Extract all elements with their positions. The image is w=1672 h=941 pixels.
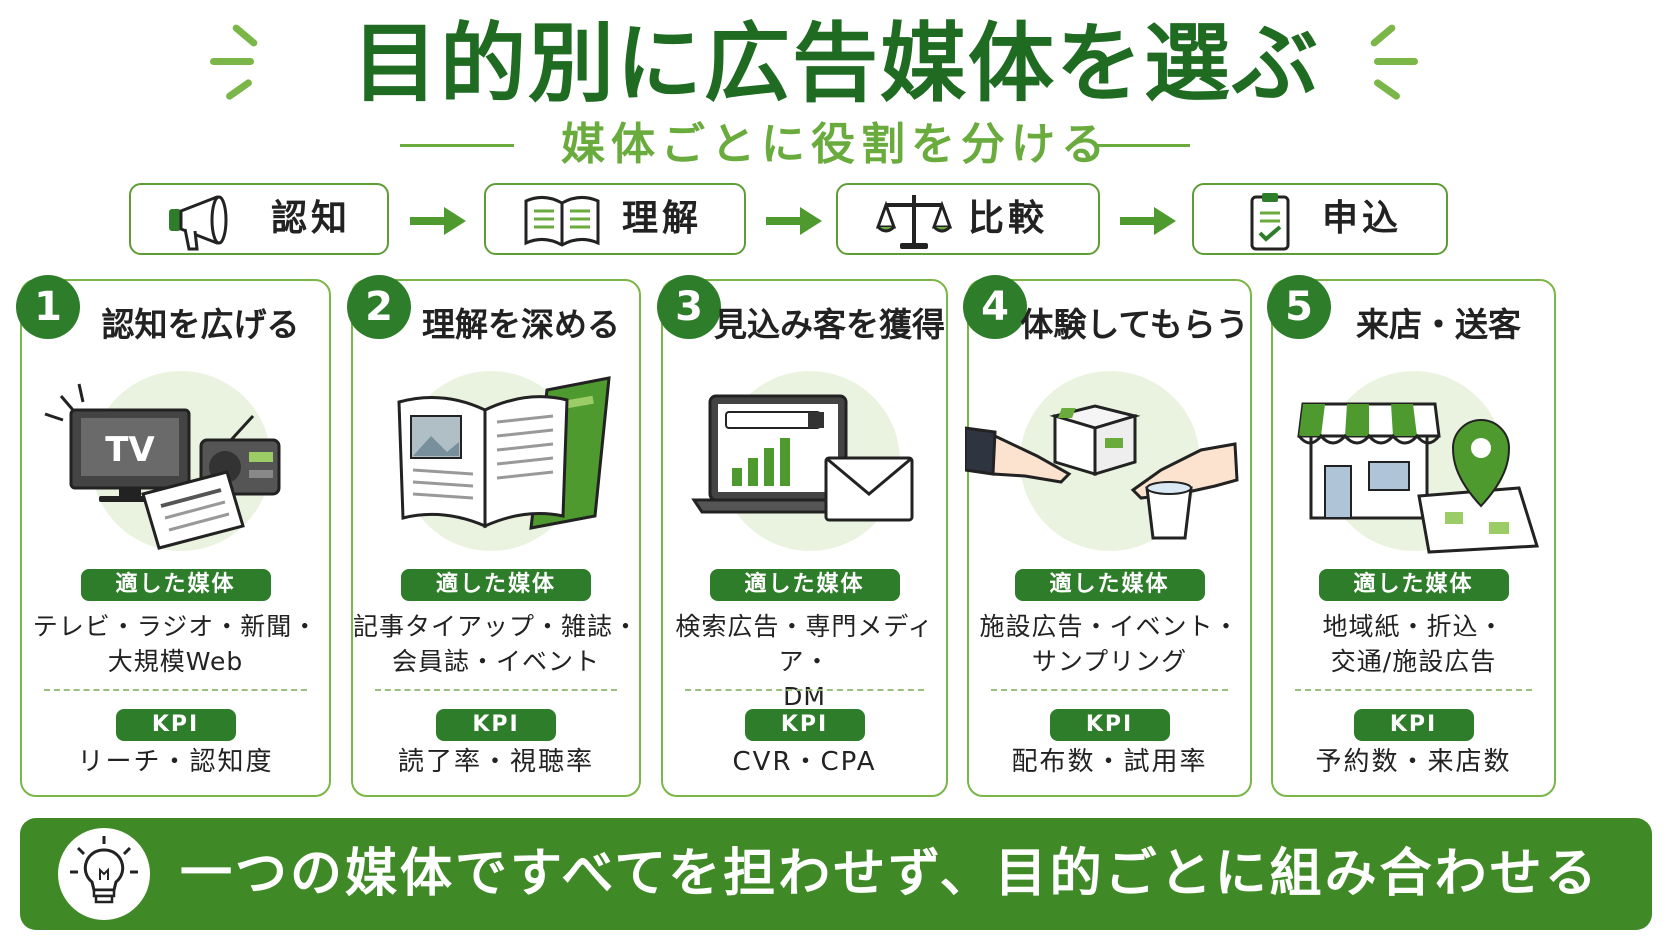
step-number-badge: 2 — [347, 275, 411, 339]
purpose-card-lead-acquisition: 3 見込み客を獲得 適した媒体 検索広告・専門メディア・ DM KPI CVR・… — [657, 275, 948, 797]
summary-text: 一つの媒体ですべてを担わせず、目的ごとに組み合わせる — [180, 844, 1600, 904]
funnel-step-awareness: 認知 — [129, 183, 389, 255]
subtitle: 媒体ごとに役割を分ける — [561, 119, 1111, 170]
sparkle-left-icon — [210, 23, 270, 101]
dashed-divider — [991, 689, 1228, 691]
dashed-divider — [44, 689, 307, 691]
lightbulb-icon-circle — [58, 828, 150, 920]
purpose-card-trial: 4 体験してもらう 適した媒体 施設広告・イベント・ サンプリング KPI 配布… — [963, 275, 1252, 797]
card-title: 体験してもらう — [1020, 305, 1249, 344]
card-title: 来店・送客 — [1356, 305, 1521, 344]
card-title: 認知を広げる — [101, 305, 300, 344]
funnel-step-application: 申込 — [1192, 183, 1448, 255]
card-title: 理解を深める — [422, 305, 620, 344]
media-list: 施設広告・イベント・ サンプリング — [979, 612, 1240, 676]
purpose-card-store-visit: 5 来店・送客 適した媒体 地域紙・折込・ 交通/施設広告 KPI 予約数・来店… — [1267, 275, 1556, 797]
megaphone-icon — [169, 195, 228, 251]
kpi-text: リーチ・認知度 — [77, 747, 274, 777]
card-title: 見込み客を獲得 — [714, 305, 945, 344]
page-title: 目的別に広告媒体を選ぶ — [352, 14, 1320, 114]
funnel-step-label: 認知 — [271, 198, 352, 239]
kpi-label-pill: KPI — [1049, 709, 1170, 741]
dashed-divider — [685, 689, 924, 691]
arrow-right-icon — [766, 207, 822, 235]
tv-label: TV — [105, 430, 155, 470]
dashed-divider — [375, 689, 617, 691]
media-label-pill: 適した媒体 — [80, 569, 271, 601]
media-list: 記事タイアップ・雑誌・ 会員誌・イベント — [353, 612, 640, 676]
media-label-pill: 適した媒体 — [1318, 569, 1509, 601]
funnel-step-comparison: 比較 — [836, 183, 1100, 255]
media-list: 地域紙・折込・ 交通/施設広告 — [1322, 612, 1505, 676]
kpi-text: 予約数・来店数 — [1315, 747, 1512, 777]
kpi-label-pill: KPI — [436, 709, 556, 741]
scale-icon — [875, 195, 953, 249]
kpi-label-pill: KPI — [744, 709, 865, 741]
funnel-step-label: 理解 — [622, 198, 703, 239]
kpi-label-pill: KPI — [1353, 709, 1474, 741]
media-label-pill: 適した媒体 — [1014, 569, 1205, 601]
clipboard-check-icon — [1250, 193, 1290, 251]
subtitle-row: 媒体ごとに役割を分ける — [0, 120, 1672, 170]
open-book-icon — [524, 196, 600, 247]
step-number-badge: 5 — [1267, 275, 1331, 339]
funnel-step-label: 比較 — [968, 198, 1049, 239]
hands-box-sample-icon — [964, 371, 1239, 551]
kpi-text: 読了率・視聴率 — [397, 747, 594, 777]
lightbulb-icon — [70, 836, 138, 904]
media-list: テレビ・ラジオ・新聞・ 大規模Web — [32, 612, 319, 676]
dashed-divider — [1295, 689, 1532, 691]
step-number-badge: 4 — [963, 275, 1027, 339]
summary-banner: 一つの媒体ですべてを担わせず、目的ごとに組み合わせる — [20, 818, 1652, 930]
arrow-right-icon — [410, 207, 466, 235]
magazine-icon — [397, 371, 611, 551]
tv-radio-newspaper-icon: TV — [44, 371, 280, 551]
kpi-text: 配布数・試用率 — [1011, 747, 1208, 777]
funnel-step-understanding: 理解 — [484, 183, 746, 255]
media-label-pill: 適した媒体 — [709, 569, 900, 601]
sparkle-right-icon — [1360, 23, 1420, 101]
arrow-right-icon — [1120, 207, 1176, 235]
store-map-pin-icon — [1296, 371, 1539, 554]
kpi-label-pill: KPI — [115, 709, 236, 741]
funnel-step-label: 申込 — [1322, 198, 1403, 239]
media-label-pill: 適した媒体 — [401, 569, 591, 601]
media-list: 検索広告・専門メディア・ DM — [675, 612, 934, 711]
kpi-text: CVR・CPA — [732, 747, 877, 777]
step-number-badge: 3 — [657, 275, 721, 339]
purpose-card-awareness: 1 認知を広げる TV 適した媒体 テレビ・ラジオ・新聞・ 大規模Web — [16, 275, 331, 797]
step-number-badge: 1 — [16, 275, 80, 339]
purpose-card-understanding: 2 理解を深める 適した媒体 記事タイアップ・雑誌・ 会員誌・イベント KPI … — [347, 275, 641, 797]
laptop-envelope-icon — [690, 371, 913, 551]
